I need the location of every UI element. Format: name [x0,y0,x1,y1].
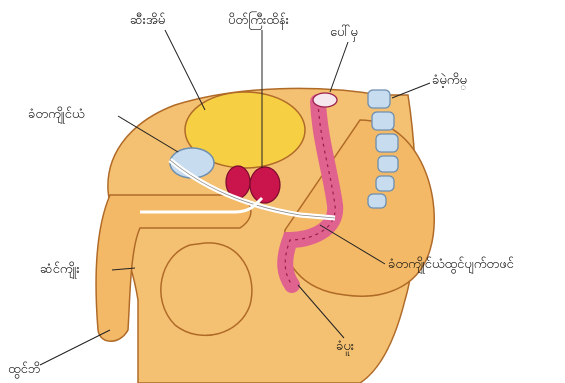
vertebra [368,194,386,208]
label-testis: ခံပူး [336,340,354,353]
label-tubes: ခံတကျိုင်ယံ [28,108,84,121]
label-colon: ပေါ်မှ [330,26,358,39]
label-penis: ဆံင်ကျိုး [40,263,80,276]
testis-shape [161,243,252,336]
label-bladder: ဆီးအိမ် [130,14,165,27]
label-seminal-vesicle: ခံမဲ့ကိမ္ [432,74,467,87]
leader-glans [40,330,110,365]
gland-right [250,167,280,203]
vertebra [372,112,394,130]
vertebra [368,90,390,108]
vertebra [376,134,398,152]
vertebra [376,176,394,191]
colon-opening [313,93,337,107]
leader-colon [330,42,348,92]
leader-seminal [392,83,430,98]
label-prostate-gland: ပိတ်ကြီးထိန်း [228,14,289,27]
label-ejaculatory-duct: ခံတကျိုင်ယံထွင်ပျက်တဖင် [388,258,514,271]
vertebra [378,156,398,172]
label-glans: ထွင်ဘိ [8,363,40,376]
leader-bladder [165,30,205,110]
